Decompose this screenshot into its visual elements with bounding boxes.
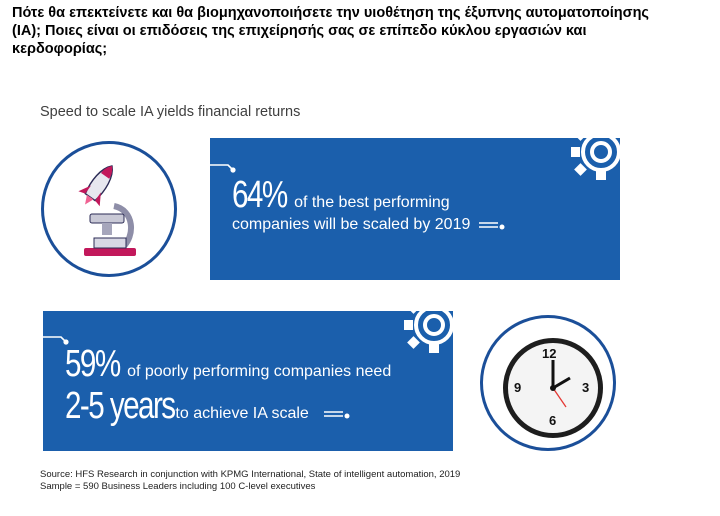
source-line-2: Sample = 590 Business Leaders including …: [40, 481, 316, 492]
gear-icon: [404, 297, 454, 353]
source-note: Source: HFS Research in conjunction with…: [40, 469, 460, 493]
clock-circle: 12 3 6 9: [480, 315, 616, 451]
gear-icon: [571, 124, 621, 180]
stat-panel-poorly-performing: 59% of poorly performing companies need 2…: [43, 297, 454, 451]
stat-1-text-line-1: of the best performing: [294, 194, 450, 211]
stat-panel-best-performing: 64% of the best performing companies will…: [210, 124, 621, 280]
clock-number-9: 9: [514, 380, 522, 395]
stat-1-row-1: 64% of the best performing: [232, 176, 450, 214]
page-heading: Πότε θα επεκτείνετε και θα βιομηχανοποιή…: [12, 4, 712, 58]
arrow-right-icon: [478, 222, 505, 230]
stat-2-range: 2-5 years: [65, 385, 176, 427]
stat-2-row-2: 2-5 yearsto achieve IA scale: [65, 387, 353, 425]
source-line-1: Source: HFS Research in conjunction with…: [40, 469, 461, 480]
heading-line-3: κερδοφορίας;: [12, 41, 108, 57]
subtitle: Speed to scale IA yields financial retur…: [40, 104, 301, 120]
microscope-rocket-circle: [41, 141, 177, 277]
arrow-right-icon: [324, 411, 350, 419]
stat-1-text-line-2-wrap: companies will be scaled by 2019: [232, 216, 508, 234]
microscope-rocket-icon: [78, 165, 136, 256]
clock-icon: 12 3 6 9: [503, 338, 603, 438]
clock-number-3: 3: [582, 380, 590, 395]
panel-2-connector: [43, 336, 69, 345]
stat-1-value: 64%: [232, 174, 288, 216]
stat-2-text-line-1: of poorly performing companies need: [127, 363, 392, 380]
stat-2-row-1: 59% of poorly performing companies need: [65, 345, 391, 383]
clock-hands: [550, 360, 571, 408]
clock-number-12: 12: [542, 346, 557, 361]
heading-line-2: (ΙΑ); Ποιες είναι οι επιδόσεις της επιχε…: [12, 23, 587, 39]
stat-2-text-line-2: to achieve IA scale: [175, 405, 309, 422]
clock-number-6: 6: [549, 413, 557, 428]
stat-2-value: 59%: [65, 343, 121, 385]
heading-line-1: Πότε θα επεκτείνετε και θα βιομηχανοποιή…: [12, 5, 649, 21]
panel-1-connector: [210, 164, 236, 173]
stat-1-text-line-2: companies will be scaled by 2019: [232, 216, 471, 233]
